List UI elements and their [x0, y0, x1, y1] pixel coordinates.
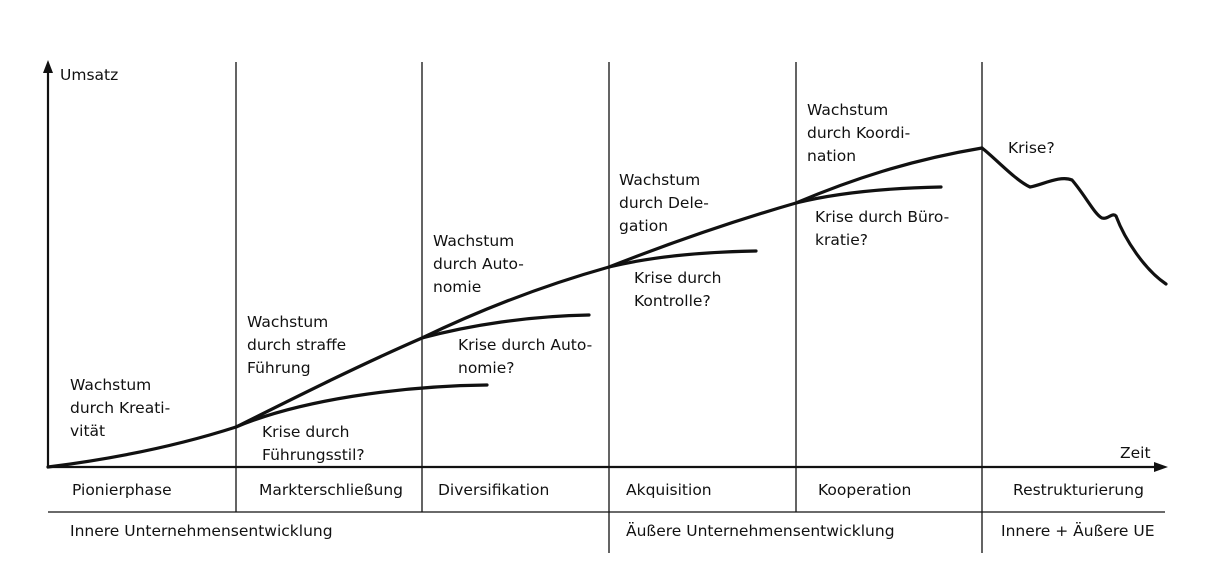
crisis-label-autonomy: Krise durch Auto- nomie? [458, 336, 597, 377]
crisis-label-leadership-style: Krise durch Führungsstil? [262, 423, 365, 464]
crisis-label-restructuring: Krise? [1008, 139, 1055, 157]
phase-label-pioneer: Pionierphase [72, 481, 172, 499]
y-axis-arrow-icon [43, 60, 53, 73]
development-row: Innere Unternehmensentwicklung Äußere Un… [70, 521, 1155, 540]
growth-curve [46, 146, 984, 469]
phase-row: Pionierphase Markterschließung Diversifi… [72, 481, 1144, 499]
development-label-internal: Innere Unternehmensentwicklung [70, 522, 333, 540]
phase-label-restructuring: Restrukturierung [1013, 481, 1144, 499]
crisis-branch [420, 313, 591, 340]
crisis-branch [234, 383, 489, 429]
development-label-external: Äußere Unternehmensentwicklung [626, 521, 895, 540]
phase-separators [235, 62, 983, 553]
growth-label-delegation: Wachstum durch Dele- gation [619, 171, 714, 235]
phase-label-cooperation: Kooperation [818, 481, 911, 499]
phase-label-diversification: Diversifikation [438, 481, 549, 499]
growth-label-creativity: Wachstum durch Kreati- vität [70, 376, 175, 440]
crisis-branch [607, 249, 758, 269]
crisis-label-bureaucracy: Krise durch Büro- kratie? [815, 208, 954, 249]
phase-label-acquisition: Akquisition [626, 481, 712, 499]
growth-label-coordination: Wachstum durch Koordi- nation [807, 101, 915, 165]
phase-label-market-development: Markterschließung [259, 481, 403, 499]
crisis-label-control: Krise durch Kontrolle? [634, 269, 726, 310]
growth-label-autonomy: Wachstum durch Auto- nomie [433, 232, 529, 296]
x-axis-arrow-icon [1154, 462, 1168, 472]
x-axis-label: Zeit [1120, 444, 1151, 462]
y-axis-label: Umsatz [60, 66, 118, 84]
axes: Umsatz Zeit [43, 60, 1168, 472]
decline-curve [980, 146, 1168, 286]
crisis-branch [794, 185, 943, 205]
development-label-combined: Innere + Äußere UE [1001, 521, 1155, 540]
growth-label-leadership: Wachstum durch straffe Führung [247, 313, 351, 377]
